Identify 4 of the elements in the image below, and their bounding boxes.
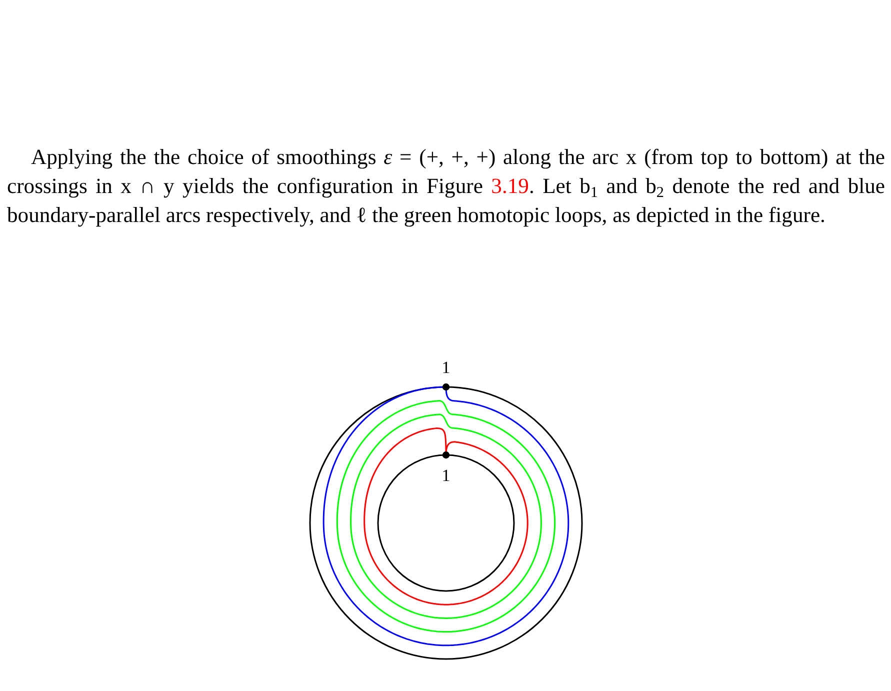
figure-reference-link: 3.19 <box>491 174 529 198</box>
point-label: 1 <box>442 467 450 485</box>
point-label: 1 <box>442 359 450 377</box>
paragraph: Applying the the choice of smoothings ε = (+, +, +) along the arc x (from top to bottom) at the crossings in x ∩ y yields the configuration in Figure 3.19. Let b$_{1}$ and b$_{2}$ denote the red and blue boundary-parallel arcs respectively, and ℓ the green homotopic loops, as depicted in the figure. <box>7 144 885 229</box>
